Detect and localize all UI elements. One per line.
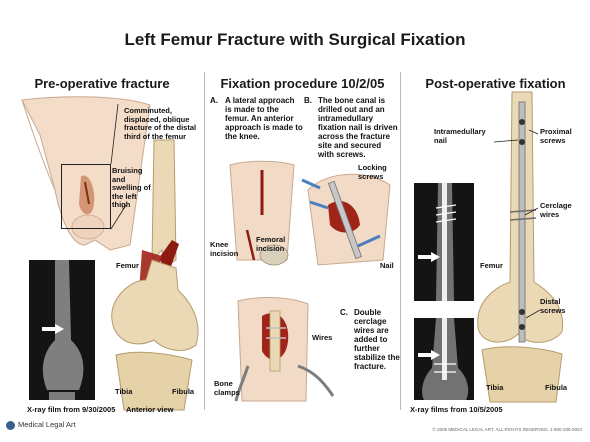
distal-screws-label: Distal screws [540,297,566,315]
step-b-letter: B. [304,96,312,105]
step-b-text: The bone canal is drilled out and an int… [318,96,398,159]
tibia-label-pre: Tibia [115,387,133,396]
step-c-illustration [234,297,335,402]
divider-right [400,72,401,410]
pre-op-heading: Pre-operative fracture [34,76,170,91]
pre-op-xray-caption: X-ray film from 9/30/2005 [27,405,116,414]
bruise-inset-box [61,164,111,229]
step-a-letter: A. [210,96,218,105]
fibula-label-pre: Fibula [172,387,195,396]
tibia-label-post: Tibia [486,383,504,392]
xray-arrow-pre [42,324,64,334]
knee-incision-label: Knee incision [210,240,239,258]
wires-label: Wires [312,333,333,342]
callout-lines-pre [110,103,127,230]
femur-with-nail-illustration [477,91,564,403]
nail-label-post: Intramedullary nail [434,127,486,145]
brand-logo-icon [6,420,15,430]
post-op-xray-lower [414,318,474,400]
femur-bone-illustration [111,139,199,411]
nail-label-procedure: Nail [380,261,394,270]
post-op-xray-caption: X-ray films from 10/5/2005 [410,405,503,414]
fibula-label-post: Fibula [545,383,568,392]
post-op-xray-upper [414,183,474,301]
copyright-footer: © 2006 MEDICAL LEGAL ART. ALL RIGHTS RES… [432,427,582,432]
step-b-illustration [301,173,391,266]
proximal-screws-label: Proximal screws [540,127,572,145]
step-c-letter: C. [340,308,348,317]
bruising-label: Bruising and swelling of the left thigh [112,166,151,209]
post-op-heading: Post-operative fixation [425,76,566,91]
bone-clamps-label: Bone clamps [214,379,240,397]
procedure-heading: Fixation procedure 10/2/05 [220,76,385,91]
cerclage-wires-label: Cerclage wires [540,201,572,219]
xray-nail-shape-upper [435,183,457,301]
locking-screws-label: Locking screws [358,163,387,181]
step-a-illustration [229,160,295,266]
anterior-view-caption: Anterior view [126,405,174,414]
femur-label-post: Femur [480,261,503,270]
figure-title: Left Femur Fracture with Surgical Fixati… [124,30,466,49]
xray-arrow-post-lower [418,350,440,360]
brand-footer: Medical Legal Art [6,420,76,430]
brand-name: Medical Legal Art [18,420,76,429]
femur-label-pre: Femur [116,261,139,270]
xray-arrow-post-upper [418,252,440,262]
step-a-text: A lateral approach is made to the femur.… [225,96,303,141]
bruise-mark [79,175,95,215]
divider-left [204,72,205,410]
thigh-illustration [21,96,151,251]
xray-femur-shape [42,260,84,400]
callout-lines-post [493,129,541,319]
step-c-text: Double cerclage wires are added to furth… [354,308,400,371]
fracture-label: Comminuted, displaced, oblique fracture … [124,106,197,141]
xray-nail-shape-lower [422,318,469,400]
femoral-incision-label: Femoral incision [256,235,286,253]
pre-op-xray [29,260,95,400]
